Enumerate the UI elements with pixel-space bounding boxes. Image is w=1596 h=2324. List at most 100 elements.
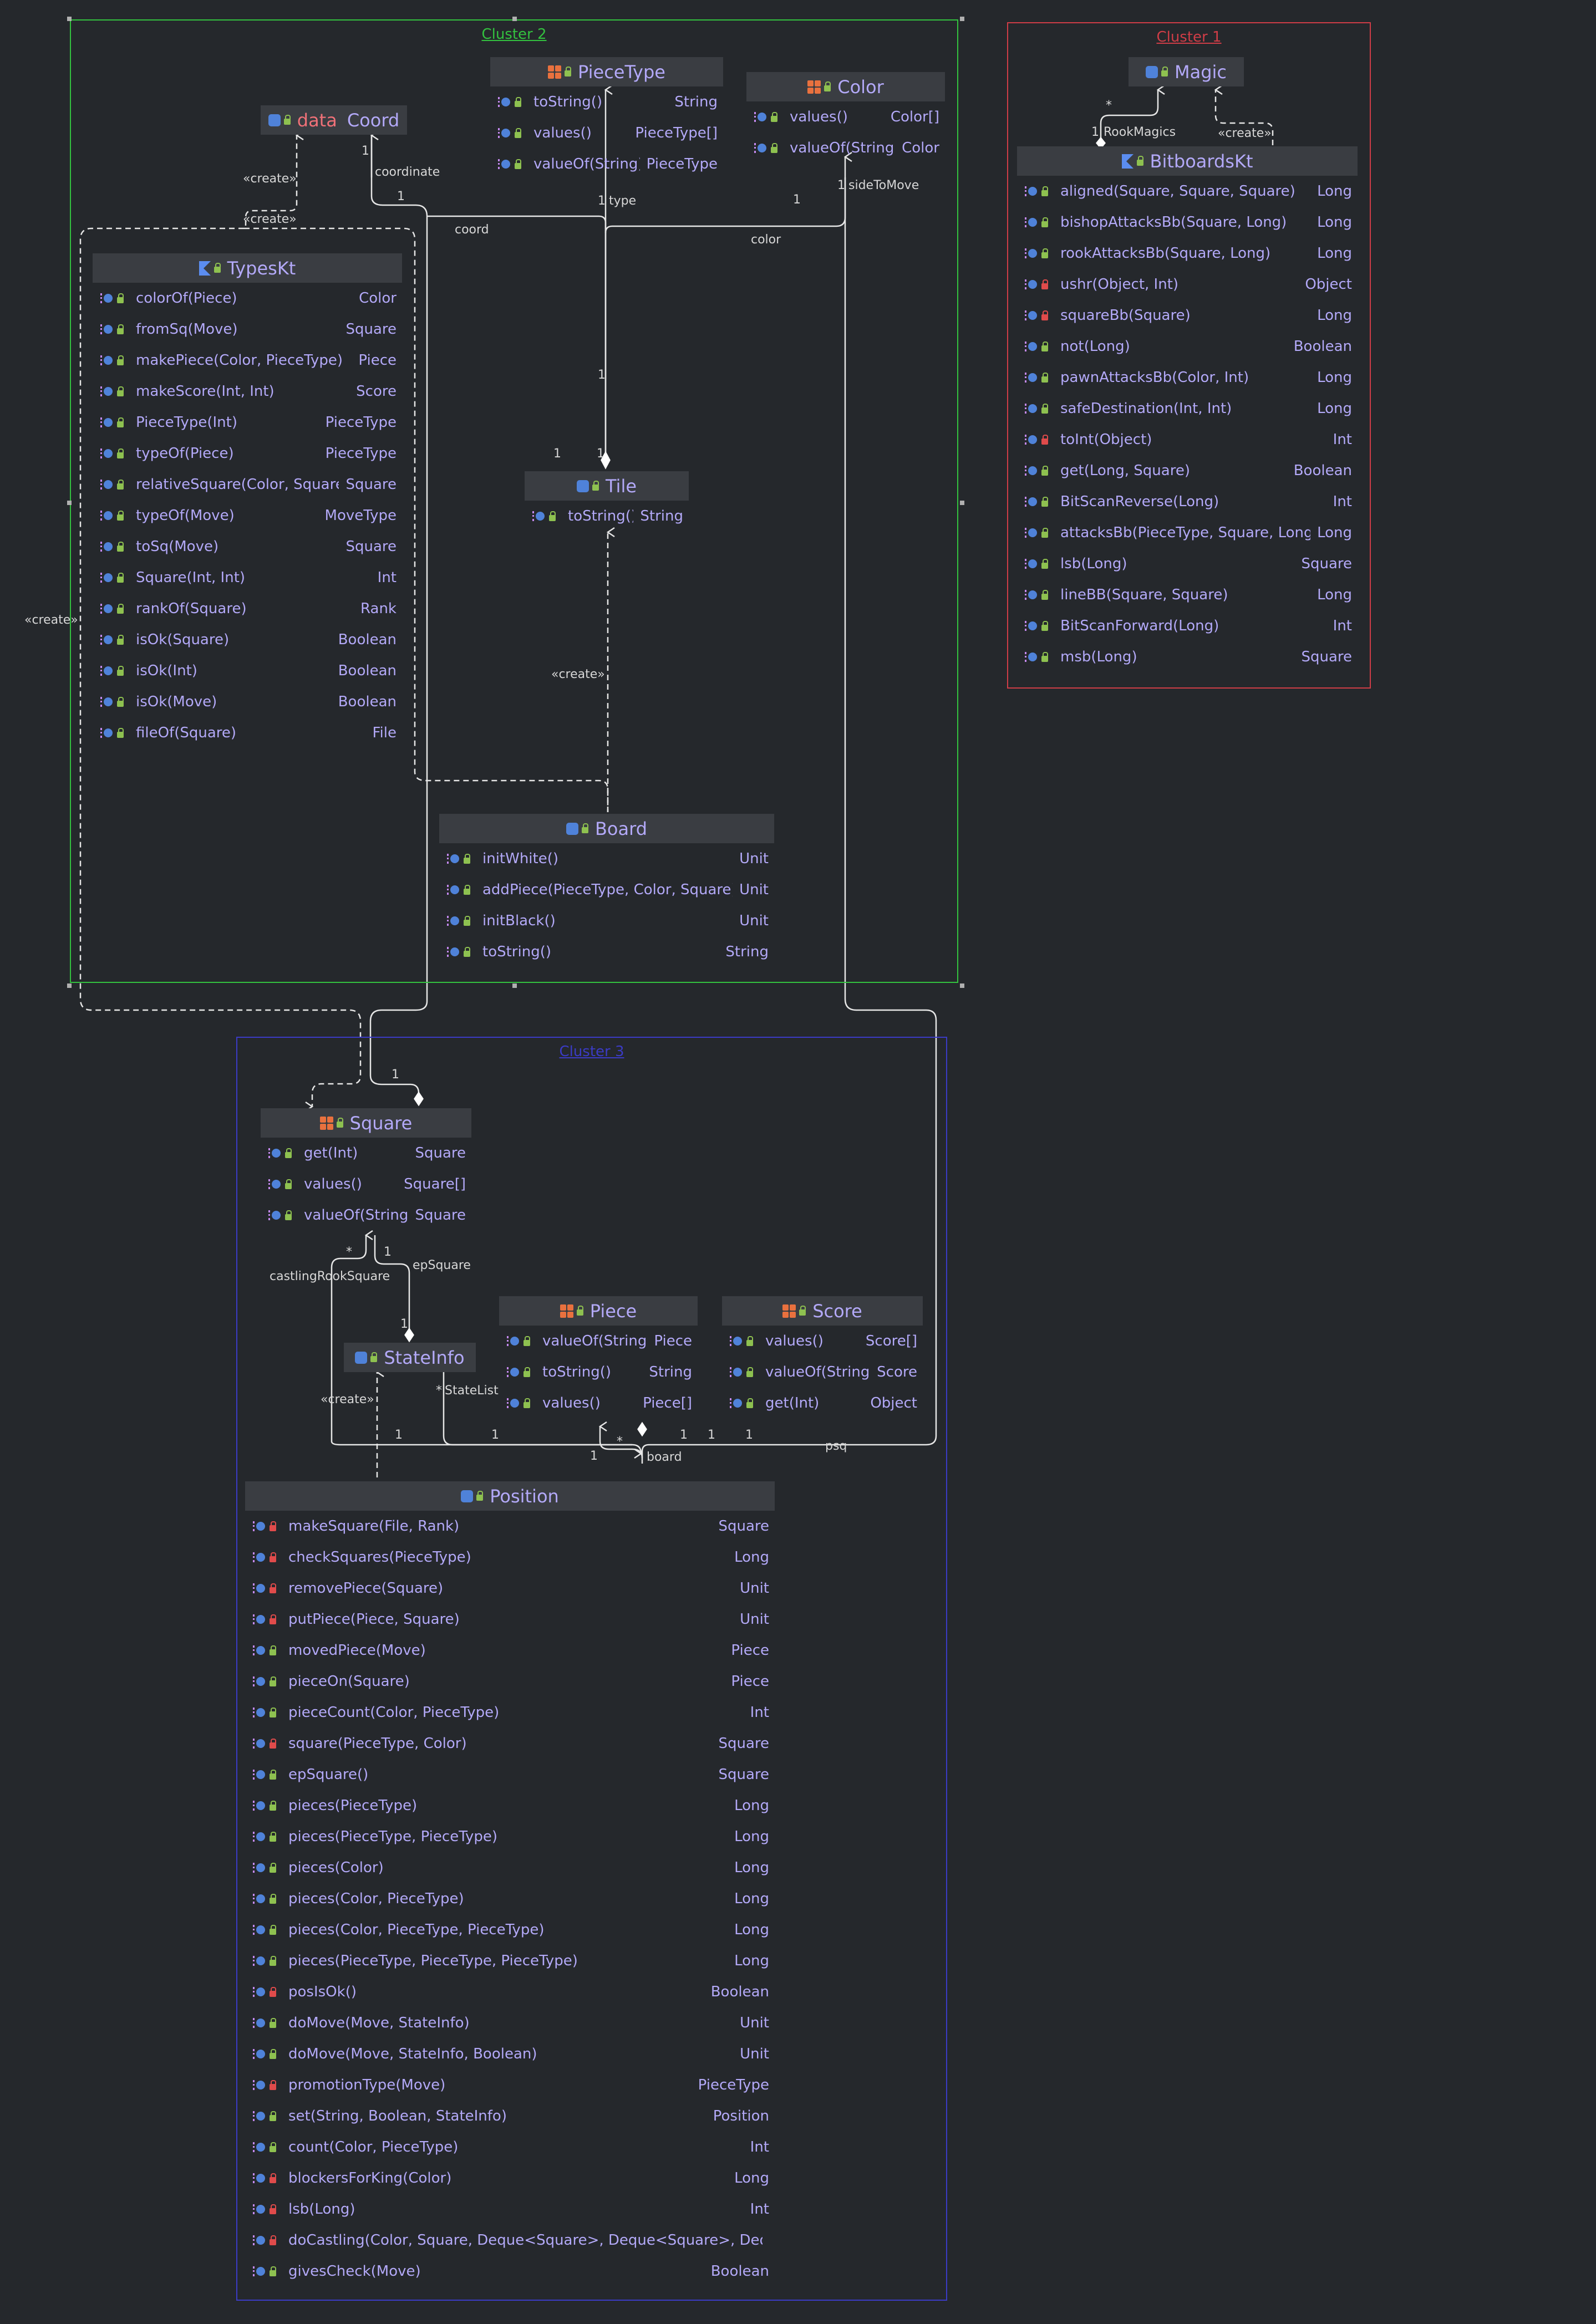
- member-row[interactable]: PieceType(Int)PieceType: [93, 407, 402, 438]
- member-row[interactable]: values()Piece[]: [499, 1388, 698, 1419]
- node-magic[interactable]: Magic: [1129, 57, 1244, 86]
- member-row[interactable]: get(Int)Object: [722, 1388, 923, 1419]
- member-row[interactable]: movedPiece(Move)Piece: [245, 1635, 775, 1666]
- member-row[interactable]: values()PieceType[]: [490, 118, 723, 149]
- member-row[interactable]: get(Int)Square: [261, 1138, 471, 1169]
- member-row[interactable]: pieces(PieceType, PieceType, PieceType)L…: [245, 1945, 775, 1976]
- member-row[interactable]: toString()String: [490, 86, 723, 118]
- member-row[interactable]: toSq(Move)Square: [93, 531, 402, 562]
- tile-header[interactable]: Tile: [525, 471, 689, 501]
- selection-handle[interactable]: [512, 983, 517, 988]
- selection-handle[interactable]: [67, 983, 72, 988]
- member-row[interactable]: relativeSquare(Color, Square)Square: [93, 469, 402, 500]
- member-row[interactable]: rookAttacksBb(Square, Long)Long: [1017, 238, 1358, 269]
- member-row[interactable]: doMove(Move, StateInfo, Boolean)Unit: [245, 2038, 775, 2070]
- member-row[interactable]: pieceOn(Square)Piece: [245, 1666, 775, 1697]
- typeskt-header[interactable]: TypesKt: [93, 253, 402, 283]
- member-row[interactable]: makeSquare(File, Rank)Square: [245, 1511, 775, 1542]
- member-row[interactable]: Square(Int, Int)Int: [93, 562, 402, 593]
- member-row[interactable]: promotionType(Move)PieceType: [245, 2070, 775, 2101]
- member-row[interactable]: putPiece(Piece, Square)Unit: [245, 1604, 775, 1635]
- selection-handle[interactable]: [960, 501, 964, 505]
- member-row[interactable]: square(PieceType, Color)Square: [245, 1728, 775, 1759]
- score-header[interactable]: Score: [722, 1296, 923, 1326]
- member-row[interactable]: colorOf(Piece)Color: [93, 283, 402, 314]
- member-row[interactable]: toString()String: [525, 501, 689, 532]
- piece-header[interactable]: Piece: [499, 1296, 698, 1326]
- member-row[interactable]: squareBb(Square)Long: [1017, 300, 1358, 331]
- member-row[interactable]: isOk(Move)Boolean: [93, 686, 402, 717]
- member-row[interactable]: fromSq(Move)Square: [93, 314, 402, 345]
- member-row[interactable]: doMove(Move, StateInfo)Unit: [245, 2007, 775, 2038]
- selection-handle[interactable]: [960, 983, 964, 988]
- member-row[interactable]: initWhite()Unit: [439, 843, 774, 874]
- member-row[interactable]: lineBB(Square, Square)Long: [1017, 579, 1358, 610]
- member-row[interactable]: ushr(Object, Int)Object: [1017, 269, 1358, 300]
- member-row[interactable]: typeOf(Piece)PieceType: [93, 438, 402, 469]
- member-row[interactable]: aligned(Square, Square, Square)Long: [1017, 176, 1358, 207]
- selection-handle[interactable]: [512, 17, 517, 21]
- member-row[interactable]: BitScanReverse(Long)Int: [1017, 486, 1358, 517]
- member-row[interactable]: makePiece(Color, PieceType)Piece: [93, 345, 402, 376]
- member-row[interactable]: epSquare()Square: [245, 1759, 775, 1790]
- selection-handle[interactable]: [960, 17, 964, 21]
- position-header[interactable]: Position: [245, 1481, 775, 1511]
- stateinfo-header[interactable]: StateInfo: [344, 1343, 476, 1372]
- member-row[interactable]: count(Color, PieceType)Int: [245, 2132, 775, 2163]
- member-row[interactable]: msb(Long)Square: [1017, 641, 1358, 672]
- member-row[interactable]: pieces(Color, PieceType)Long: [245, 1883, 775, 1914]
- color-header[interactable]: Color: [746, 72, 945, 101]
- member-row[interactable]: BitScanForward(Long)Int: [1017, 610, 1358, 641]
- member-row[interactable]: values()Score[]: [722, 1326, 923, 1357]
- member-row[interactable]: set(String, Boolean, StateInfo)Position: [245, 2101, 775, 2132]
- member-row[interactable]: givesCheck(Move)Boolean: [245, 2256, 775, 2287]
- member-row[interactable]: pieces(PieceType, PieceType)Long: [245, 1821, 775, 1852]
- member-row[interactable]: valueOf(String)Score: [722, 1357, 923, 1388]
- member-row[interactable]: attacksBb(PieceType, Square, Long)Long: [1017, 517, 1358, 548]
- member-row[interactable]: toString()String: [499, 1357, 698, 1388]
- selection-handle[interactable]: [67, 501, 72, 505]
- member-row[interactable]: valueOf(String)Piece: [499, 1326, 698, 1357]
- member-row[interactable]: lsb(Long)Int: [245, 2194, 775, 2225]
- member-row[interactable]: posIsOk()Boolean: [245, 1976, 775, 2007]
- member-row[interactable]: doCastling(Color, Square, Deque<Square>,…: [245, 2225, 775, 2256]
- member-row[interactable]: lsb(Long)Square: [1017, 548, 1358, 579]
- member-row[interactable]: typeOf(Move)MoveType: [93, 500, 402, 531]
- member-row[interactable]: pieces(Color)Long: [245, 1852, 775, 1883]
- member-row[interactable]: valueOf(String)Color: [746, 132, 945, 164]
- member-row[interactable]: pawnAttacksBb(Color, Int)Long: [1017, 362, 1358, 393]
- member-row[interactable]: addPiece(PieceType, Color, Square)Unit: [439, 874, 774, 905]
- member-row[interactable]: rankOf(Square)Rank: [93, 593, 402, 624]
- member-row[interactable]: isOk(Int)Boolean: [93, 655, 402, 686]
- square-header[interactable]: Square: [261, 1108, 471, 1138]
- bitboardskt-header[interactable]: BitboardsKt: [1017, 146, 1358, 176]
- member-row[interactable]: toString()String: [439, 936, 774, 967]
- member-row[interactable]: isOk(Square)Boolean: [93, 624, 402, 655]
- board-header[interactable]: Board: [439, 814, 774, 843]
- member-row[interactable]: removePiece(Square)Unit: [245, 1573, 775, 1604]
- member-row[interactable]: safeDestination(Int, Int)Long: [1017, 393, 1358, 424]
- member-row[interactable]: pieceCount(Color, PieceType)Int: [245, 1697, 775, 1728]
- member-row[interactable]: initBlack()Unit: [439, 905, 774, 936]
- member-row[interactable]: valueOf(String)Square: [261, 1200, 471, 1231]
- node-stateinfo[interactable]: StateInfo: [344, 1343, 476, 1372]
- member-row[interactable]: toInt(Object)Int: [1017, 424, 1358, 455]
- selection-handle[interactable]: [67, 17, 72, 21]
- member-row[interactable]: fileOf(Square)File: [93, 717, 402, 748]
- member-row[interactable]: valueOf(String)PieceType: [490, 149, 723, 180]
- magic-header[interactable]: Magic: [1129, 57, 1244, 86]
- member-row[interactable]: values()Square[]: [261, 1169, 471, 1200]
- member-row[interactable]: bishopAttacksBb(Square, Long)Long: [1017, 207, 1358, 238]
- member-row[interactable]: blockersForKing(Color)Long: [245, 2163, 775, 2194]
- piecetype-header[interactable]: PieceType: [490, 57, 723, 86]
